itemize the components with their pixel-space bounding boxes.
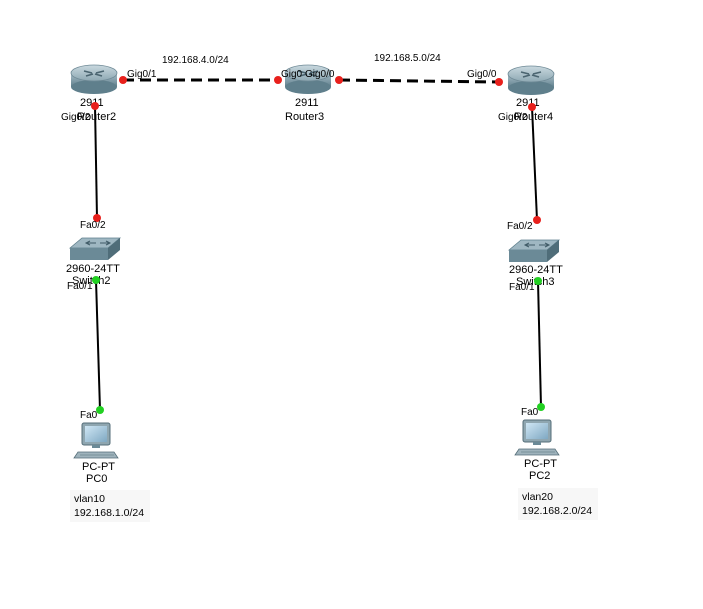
router-icon <box>507 65 555 95</box>
pc2-model-label: PC-PT <box>524 458 557 470</box>
router-icon <box>70 64 118 94</box>
port-status-router2-gig0-2 <box>91 102 99 110</box>
note-left[interactable]: vlan10 192.168.1.0/24 <box>70 490 150 522</box>
router-icon <box>284 64 332 94</box>
port-label-switch3-fa0-1: Fa0/1 <box>509 282 535 293</box>
port-status-router3-gig0 <box>274 76 282 84</box>
port-label-switch3-fa0-2: Fa0/2 <box>507 221 533 232</box>
pc-icon <box>73 422 119 459</box>
port-label-router2-gig0-1: Gig0/1 <box>127 69 157 80</box>
link-switch3-pc2[interactable] <box>537 280 542 408</box>
router4-name-label: Router4 <box>514 111 553 123</box>
port-status-router3-gig0-0 <box>335 76 343 84</box>
port-label-pc0-fa0: Fa0 <box>80 410 98 421</box>
pc0[interactable]: PC-PT PC0 <box>73 422 119 485</box>
switch2-model-label: 2960-24TT <box>66 263 120 275</box>
port-label-switch2-fa0-1: Fa0/1 <box>67 281 93 292</box>
network-label-r3-r4: 192.168.5.0/24 <box>374 53 441 64</box>
port-status-router2-gig0-1 <box>119 76 127 84</box>
link-router3-router4[interactable] <box>338 78 500 84</box>
port-status-switch3-fa0-1 <box>534 277 542 285</box>
pc2[interactable]: PC-PT PC2 <box>514 419 560 482</box>
switch-icon <box>507 239 561 262</box>
port-label-router3-gig0-0: Gig0/0 <box>305 69 335 80</box>
pc-icon <box>514 419 560 456</box>
port-label-router2-gig0-2: Gig0/2 <box>61 112 91 123</box>
port-status-pc0-fa0 <box>96 406 104 414</box>
port-status-router4-gig0-0 <box>495 78 503 86</box>
note-left-vlan: vlan10 <box>74 493 105 505</box>
router2[interactable]: 2911 Router2 <box>70 64 118 123</box>
pc2-name-label: PC2 <box>529 470 550 482</box>
note-right-subnet: 192.168.2.0/24 <box>522 505 593 517</box>
port-label-router3-gig0: Gig0 <box>281 69 303 80</box>
switch3-model-label: 2960-24TT <box>509 264 563 276</box>
router4-model-label: 2911 <box>516 97 540 109</box>
port-label-pc2-fa0: Fa0 <box>521 407 539 418</box>
port-status-switch2-fa0-2 <box>93 214 101 222</box>
link-router2-switch2[interactable] <box>94 105 98 219</box>
port-label-router4-gig0-2: Gig0/2 <box>498 112 528 123</box>
port-label-router4-gig0-0: Gig0/0 <box>467 69 497 80</box>
port-status-switch3-fa0-2 <box>533 216 541 224</box>
note-left-subnet: 192.168.1.0/24 <box>74 507 145 519</box>
pc0-model-label: PC-PT <box>82 461 115 473</box>
switch-icon <box>68 237 122 260</box>
port-status-router4-gig0-2 <box>528 103 536 111</box>
note-right-vlan: vlan20 <box>522 491 553 503</box>
switch2-name-label: Switch2 <box>72 275 111 287</box>
pc0-name-label: PC0 <box>86 473 107 485</box>
router3[interactable]: 2911 Router3 <box>284 64 332 123</box>
router2-name-label: Router2 <box>77 111 116 123</box>
switch2[interactable]: 2960-24TT Switch2 <box>66 237 122 287</box>
link-router4-switch3[interactable] <box>531 106 538 221</box>
port-status-switch2-fa0-1 <box>92 276 100 284</box>
port-status-pc2-fa0 <box>537 403 545 411</box>
note-right[interactable]: vlan20 192.168.2.0/24 <box>518 488 598 520</box>
port-label-switch2-fa0-2: Fa0/2 <box>80 220 106 231</box>
router3-name-label: Router3 <box>285 111 324 123</box>
router3-model-label: 2911 <box>295 97 319 109</box>
link-switch2-pc0[interactable] <box>95 279 101 411</box>
network-label-r2-r3: 192.168.4.0/24 <box>162 55 229 66</box>
